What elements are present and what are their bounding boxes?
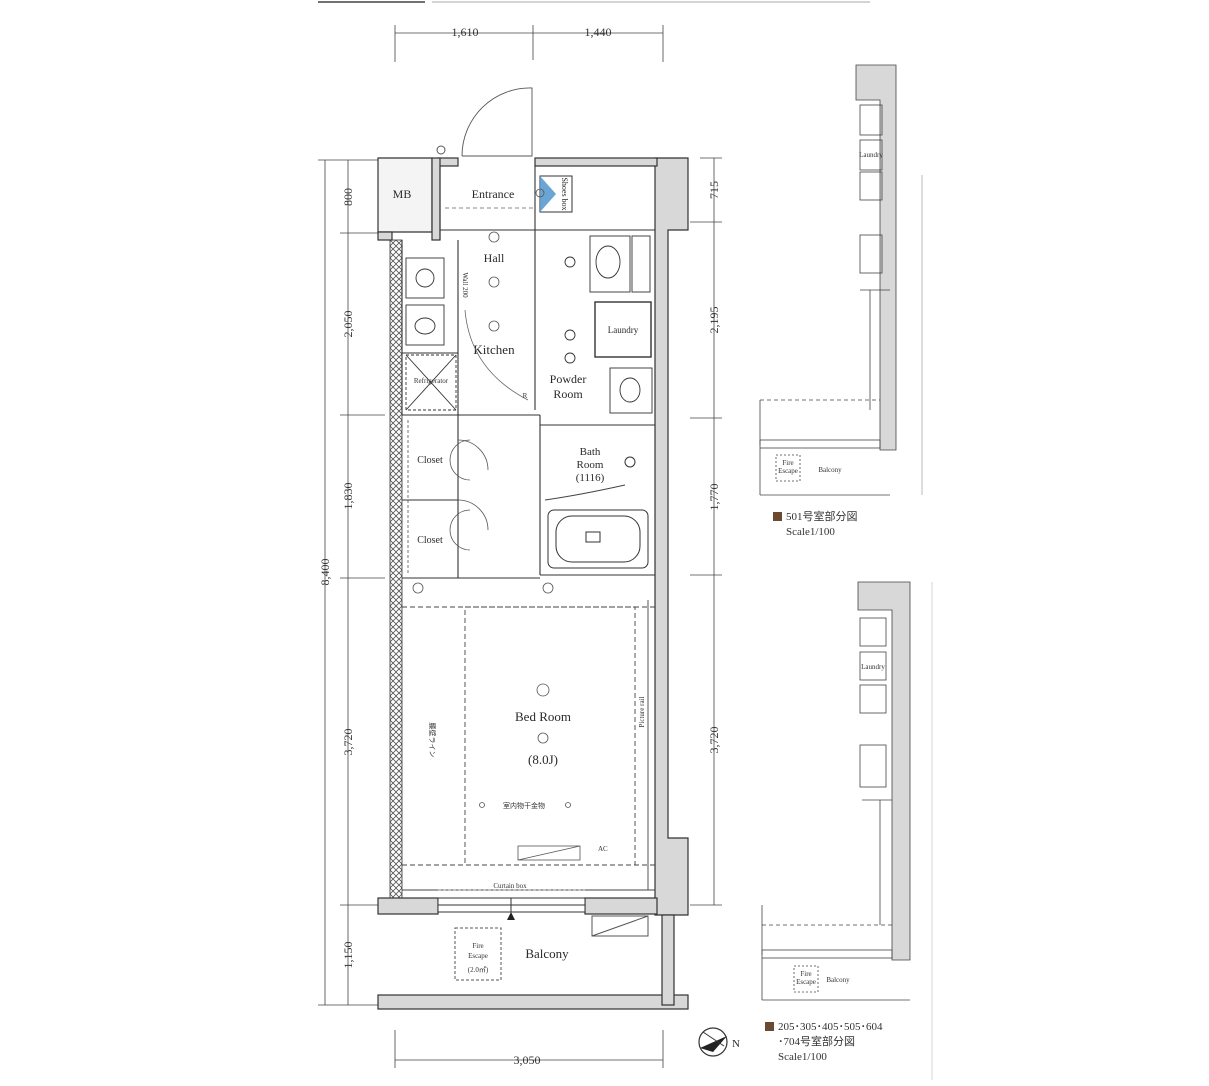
dim-top-2: 1,440 xyxy=(585,25,612,39)
kitchen-door-swing xyxy=(464,309,529,401)
mb-label: MB xyxy=(393,187,412,201)
powder-label-1: Powder xyxy=(550,372,587,386)
wall-note: Wall 200 xyxy=(461,272,469,298)
entrance-door xyxy=(461,87,533,157)
fire-escape-label-2: Escape xyxy=(468,952,488,960)
inset1-laundry: Laundry xyxy=(859,151,883,159)
interior-partitions xyxy=(401,166,655,579)
ac-label: AC xyxy=(598,845,608,853)
ac-outdoor-unit xyxy=(591,915,649,937)
inset1-scale: Scale1/100 xyxy=(786,526,835,538)
laundry-area xyxy=(594,301,652,358)
inset2-legend: 205･305･405･505･604 ･704号室部分図 Scale1/100 xyxy=(765,1020,883,1065)
dim-right-4: 3,720 xyxy=(707,727,721,754)
dimension-top xyxy=(394,25,664,62)
bedroom-label: Bed Room xyxy=(515,709,571,724)
inset2-label-2: ･704号室部分図 xyxy=(778,1036,855,1048)
legend-swatch-icon xyxy=(765,1022,774,1031)
inset1-label: 501号室部分図 xyxy=(786,511,858,523)
dim-left-3: 1,830 xyxy=(341,483,355,510)
dim-top-1: 1,610 xyxy=(452,25,479,39)
dimension-left xyxy=(318,159,395,1006)
dim-left-5: 1,150 xyxy=(341,942,355,969)
ceiling-lights-hall xyxy=(488,188,545,332)
entrance-light-icon xyxy=(436,145,446,155)
inset-501 xyxy=(759,64,923,496)
laundry-label: Laundry xyxy=(608,325,639,335)
inset2-fire-escape-1: Fire xyxy=(800,970,811,978)
inset2-label-1: 205･305･405･505･604 xyxy=(778,1021,883,1033)
inset1-fire-escape-1: Fire xyxy=(782,459,793,467)
inset1-balcony: Balcony xyxy=(818,466,842,474)
bedroom-note: 室内物干金物 xyxy=(503,801,545,810)
bedroom-outline xyxy=(402,600,655,891)
refrigerator-label: Refrigerator xyxy=(414,377,449,385)
inset2-fire-escape-2: Escape xyxy=(796,978,816,986)
dim-right-3: 1,770 xyxy=(707,484,721,511)
shoes-box-label: Shoes box xyxy=(560,177,569,210)
fire-escape-box xyxy=(454,927,502,981)
toilet xyxy=(564,235,651,293)
kitchen-appliances xyxy=(405,257,457,411)
dim-left-4: 3,720 xyxy=(341,729,355,756)
inset2-balcony: Balcony xyxy=(826,976,850,984)
bedroom-fixtures xyxy=(412,582,581,861)
dim-left-2: 2,050 xyxy=(341,311,355,338)
bath-label-2: Room xyxy=(577,459,604,471)
dimension-bottom xyxy=(394,1030,664,1068)
ac-outdoor-unit-cross xyxy=(591,915,649,937)
hall-label: Hall xyxy=(484,251,505,265)
inset1-fire-escape-2: Escape xyxy=(778,467,798,475)
closet-doors xyxy=(407,420,489,575)
dim-right-2: 2,195 xyxy=(707,307,721,334)
kitchen-label: Kitchen xyxy=(473,342,515,357)
compass-north: N xyxy=(732,1038,740,1050)
dimension-right xyxy=(690,157,722,906)
dim-left-total: 8,400 xyxy=(318,559,332,586)
window-arrow-icon xyxy=(507,912,515,920)
bath-label-3: (1116) xyxy=(576,472,605,484)
powder-fixtures xyxy=(564,329,653,414)
compass-icon xyxy=(698,1027,728,1057)
inset2-laundry: Laundry xyxy=(861,663,885,671)
balcony-label: Balcony xyxy=(525,946,569,961)
inset-205-704 xyxy=(761,581,933,1080)
inset2-scale: Scale1/100 xyxy=(778,1051,827,1063)
left-wall-note: 腰壁ライン xyxy=(428,723,437,758)
inset1-legend: 501号室部分図 Scale1/100 xyxy=(773,510,858,540)
closet-2-label: Closet xyxy=(417,535,443,546)
fire-escape-size: (2.0㎡) xyxy=(468,966,489,974)
left-wall-hatched xyxy=(389,239,403,899)
balcony-window xyxy=(437,897,586,913)
entrance-label: Entrance xyxy=(472,187,515,201)
dim-right-1: 715 xyxy=(707,181,721,199)
picture-rail-label: Picture rail xyxy=(638,696,646,727)
bedroom-size: (8.0J) xyxy=(528,752,558,767)
dim-left-1: 800 xyxy=(341,188,355,206)
powder-label-2: Room xyxy=(553,387,583,401)
fire-escape-label-1: Fire xyxy=(472,942,483,950)
shoes-box-marker-icon xyxy=(540,176,556,212)
closet-1-label: Closet xyxy=(417,455,443,466)
curtain-box-label: Curtain box xyxy=(493,882,527,890)
dim-bottom: 3,050 xyxy=(514,1053,541,1067)
exterior-walls xyxy=(377,157,689,1010)
r-marker: R xyxy=(523,392,528,400)
legend-swatch-icon xyxy=(773,512,782,521)
bath-label-1: Bath xyxy=(580,446,601,458)
bathtub xyxy=(544,456,649,569)
